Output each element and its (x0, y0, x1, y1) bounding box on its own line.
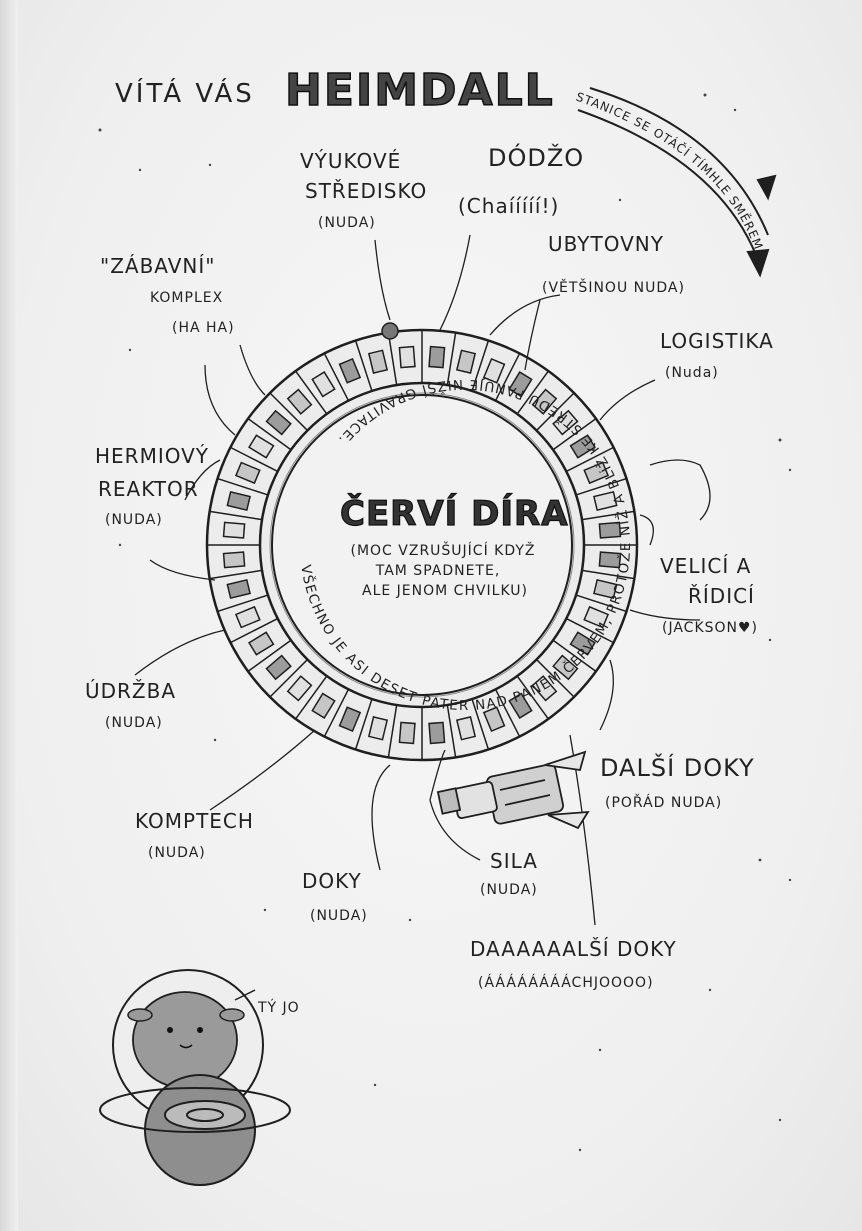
label-doky: DOKY (302, 870, 362, 893)
ring-module (224, 552, 245, 568)
label-zabavni-note: (HA HA) (172, 320, 235, 336)
wormhole-note-line2: TAM SPADNETE, (338, 563, 538, 579)
label-logistika-note: (Nuda) (665, 365, 719, 381)
label-zabavni-line2: KOMPLEX (150, 290, 223, 306)
label-sila-note: (NUDA) (480, 882, 538, 898)
label-hermiovy-note: (NUDA) (105, 512, 163, 528)
label-komptech-note: (NUDA) (148, 845, 206, 861)
label-hermiovy-line2: REAKTOR (98, 478, 199, 501)
label-velici: VELICÍ A (660, 555, 751, 578)
label-komptech: KOMPTECH (135, 810, 254, 833)
label-zabavni: "ZÁBAVNÍ" (100, 255, 215, 278)
label-daaaalsi-doky-note: (ÁÁÁÁÁÁÁÁCHJOOOO) (478, 975, 654, 991)
welcome-text: VÍTÁ VÁS (115, 80, 255, 110)
rotation-note: STANICE SE OTÁČÍ TÍMHLE SMĚREM (574, 90, 766, 252)
label-udrzba: ÚDRŽBA (85, 680, 176, 703)
label-vyukove-stredisko: VÝUKOVÉ (300, 150, 401, 173)
label-dalsi-doky: DALŠÍ DOKY (600, 755, 755, 783)
label-udrzba-note: (NUDA) (105, 715, 163, 731)
creature-speech: TÝ JO (258, 1000, 300, 1016)
label-velici-note: (JACKSON♥) (662, 620, 758, 636)
ring-module (399, 722, 415, 743)
wormhole-note-line1: (MOC VZRUŠUJÍCÍ KDYŽ (338, 543, 548, 559)
station-name: HEIMDALL (285, 66, 555, 117)
label-daaaalsi-doky: DAAAAAALŠÍ DOKY (470, 938, 677, 961)
wormhole-note-line3: ALE JENOM CHVILKU) (345, 583, 545, 599)
label-hermiovy: HERMIOVÝ (95, 445, 209, 468)
label-logistika: LOGISTIKA (660, 330, 774, 353)
label-dodzo-note: (Chaííííí!) (458, 195, 559, 218)
label-dodzo: DÓDŽO (488, 145, 584, 173)
label-velici-line2: ŘÍDICÍ (688, 585, 755, 608)
label-sila: SILA (490, 850, 538, 873)
ring-module (429, 347, 445, 368)
ring-module (399, 347, 415, 368)
label-vyukove-stredisko-line2: STŘEDISKO (305, 180, 427, 203)
ring-module (429, 722, 445, 743)
label-dalsi-doky-note: (POŘÁD NUDA) (605, 795, 722, 811)
label-ubytovny-note: (VĚTŠINOU NUDA) (542, 280, 685, 296)
wormhole-title: ČERVÍ DÍRA (340, 495, 569, 534)
ring-module (224, 522, 245, 538)
spaceship-icon (438, 752, 588, 828)
label-vyukove-stredisko-note: (NUDA) (318, 215, 376, 231)
label-doky-note: (NUDA) (310, 908, 368, 924)
label-ubytovny: UBYTOVNY (548, 233, 664, 256)
